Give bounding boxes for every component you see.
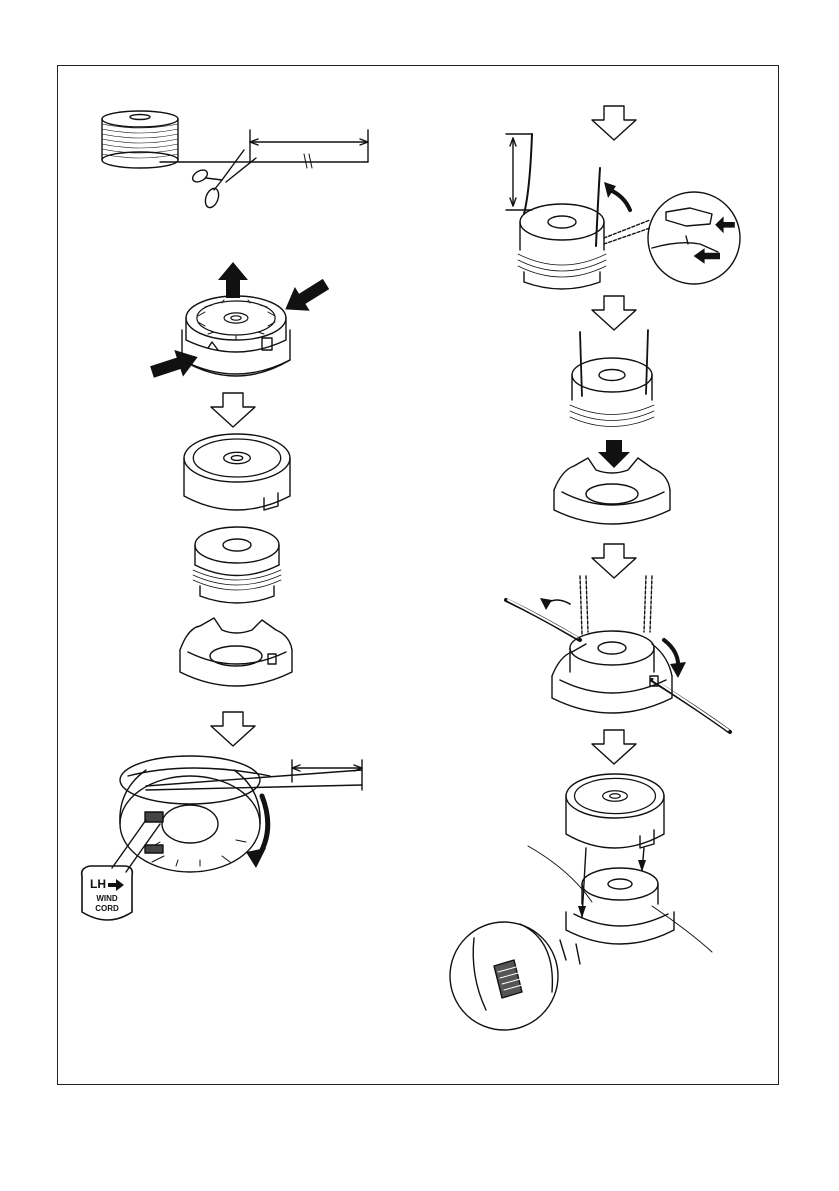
spool-line-insert	[506, 134, 650, 289]
spool-winding	[120, 756, 362, 872]
spool	[193, 527, 281, 603]
trimmer-head-assembled	[182, 296, 290, 376]
curved-arrow-icon	[540, 598, 570, 610]
wind-label-line1: WIND	[96, 894, 118, 903]
press-tab-arrow-left	[148, 344, 202, 385]
wind-direction-text: LH	[90, 877, 106, 891]
rotate-arrow-icon	[664, 640, 686, 678]
press-tab-arrow-right	[278, 272, 334, 321]
line-spool-icon	[102, 111, 178, 168]
step-arrow-icon	[592, 106, 636, 140]
spool-in-housing	[506, 576, 730, 732]
spool-cap-refit	[566, 774, 664, 848]
lift-arrow	[218, 262, 248, 298]
insert-arrow	[598, 440, 630, 468]
cap-guide-lines	[578, 848, 646, 918]
head-housing	[180, 618, 292, 686]
detail-callout-icon	[648, 192, 740, 284]
detail-callout-icon	[450, 922, 580, 1030]
spool-assembled	[528, 846, 712, 952]
step-arrow-icon	[211, 712, 255, 746]
wind-label-line2: CORD	[95, 904, 119, 913]
wind-direction-callout: LH WIND CORD	[82, 820, 160, 920]
spool-cap	[184, 434, 290, 510]
head-housing-open	[554, 458, 670, 524]
step-arrow-icon	[211, 393, 255, 427]
rotate-arrow-icon	[246, 796, 268, 868]
step-arrow-icon	[592, 730, 636, 764]
curved-arrow-icon	[604, 182, 630, 210]
spool-wound	[570, 330, 654, 427]
arrow-right-icon	[108, 879, 124, 891]
scissors-icon	[191, 150, 256, 209]
step-arrow-icon	[592, 296, 636, 330]
step-arrow-icon	[592, 544, 636, 578]
